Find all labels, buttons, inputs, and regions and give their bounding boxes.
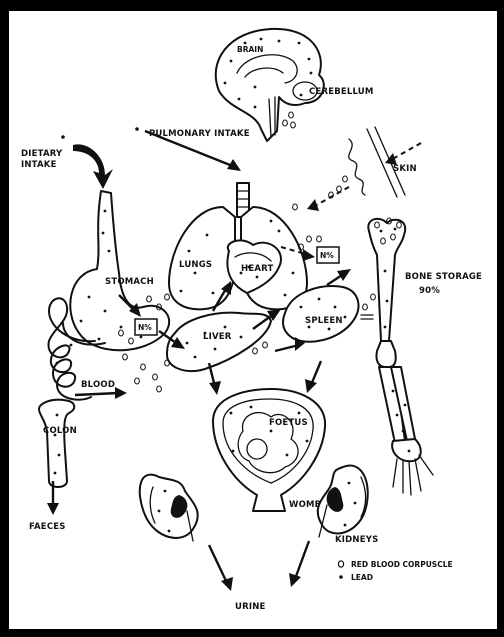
- arrowhead: [305, 379, 317, 393]
- blood-label: BLOOD: [81, 380, 115, 390]
- arrowhead: [47, 503, 59, 515]
- faeces-label: FAECES: [29, 522, 66, 532]
- foetus-label: FOETUS: [269, 418, 308, 428]
- arrowhead: [221, 577, 233, 591]
- womb-figure: [213, 389, 325, 511]
- dietary-intake-label-1: DIETARY: [21, 149, 63, 159]
- womb-label: WOMB: [289, 500, 321, 510]
- diagram-canvas: BRAIN CEREBELLUM PULMONARY INTAKE SKIN D…: [9, 11, 497, 629]
- lead-pathway-diagram: BRAIN CEREBELLUM PULMONARY INTAKE SKIN D…: [9, 11, 497, 629]
- kidney-left: [140, 475, 198, 541]
- kidneys-label: KIDNEYS: [335, 535, 378, 545]
- kidney-right: [318, 466, 368, 537]
- spleen-label: SPLEEN: [305, 316, 343, 326]
- bone-storage-label-2: 90%: [419, 286, 440, 296]
- to-urine-arrow-left: [209, 545, 227, 583]
- lead-dot: [135, 127, 139, 131]
- legend-rbc-symbol: [338, 561, 343, 567]
- brain-figure: [216, 29, 324, 141]
- lead-dot: [61, 135, 65, 139]
- skin-label: SKIN: [393, 164, 417, 174]
- legend-lead-label: LEAD: [351, 573, 373, 582]
- colon-label: COLON: [43, 426, 77, 436]
- cerebellum-label: CEREBELLUM: [309, 87, 374, 97]
- blood-arrow: [75, 393, 119, 395]
- urine-label: URINE: [235, 602, 266, 612]
- brain-label: BRAIN: [237, 45, 263, 54]
- dietary-intake-label-2: INTAKE: [21, 160, 57, 170]
- arm-bone-figure: [361, 218, 433, 495]
- lungs-label: LUNGS: [179, 260, 212, 270]
- percent-box-heart-label: N%: [320, 251, 334, 260]
- arrowhead: [115, 387, 127, 399]
- stomach-label: STOMACH: [105, 277, 154, 287]
- pulmonary-intake-label: PULMONARY INTAKE: [149, 129, 250, 139]
- legend-lead-symbol: [339, 575, 343, 579]
- arrowhead: [289, 573, 301, 587]
- legend-rbc-label: RED BLOOD CORPUSCLE: [351, 560, 453, 569]
- arrowhead: [209, 381, 221, 395]
- arrowhead: [303, 249, 315, 261]
- percent-box-stomach-label: N%: [138, 323, 152, 332]
- to-urine-arrow-right: [295, 541, 309, 579]
- lungs-figure: [169, 183, 307, 309]
- arrowhead: [337, 269, 351, 281]
- liver-label: LIVER: [203, 332, 232, 342]
- to-womb-arrow-right: [311, 361, 321, 385]
- bone-storage-label-1: BONE STORAGE: [405, 272, 482, 282]
- dietary-intake-arrow: [73, 144, 113, 189]
- digestive-tract: [39, 191, 169, 487]
- heart-label: HEART: [241, 264, 273, 274]
